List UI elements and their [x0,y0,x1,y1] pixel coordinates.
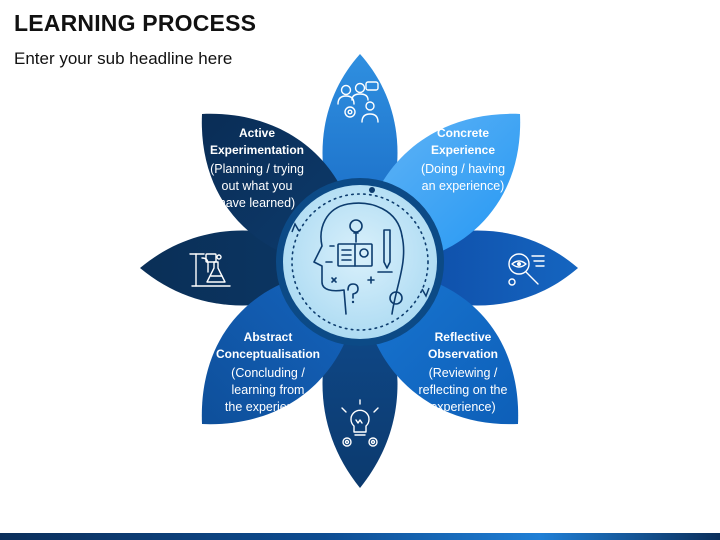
stage-concrete-title-1: Concrete [437,126,489,140]
stage-abstract-conceptualisation: Abstract Conceptualisation (Concluding /… [216,330,320,414]
stage-reflective-desc-3: experience) [430,400,495,414]
stage-active-desc-3: have learned) [219,196,295,210]
stage-concrete-experience: Concrete Experience (Doing / having an e… [421,126,505,193]
stage-active-experimentation: Active Experimentation (Planning / tryin… [210,126,304,210]
stage-reflective-title-1: Reflective [435,330,492,344]
stage-abstract-desc-1: (Concluding / [231,366,305,380]
eye-analysis-icon [508,253,545,286]
stage-active-title-2: Experimentation [210,143,304,157]
page-subtitle: Enter your sub headline here [14,49,233,68]
stage-concrete-title-2: Experience [431,143,495,157]
team-discussion-icon [337,81,379,123]
lightbulb-gears-icon [341,399,379,447]
stage-concrete-desc-1: (Doing / having [421,162,505,176]
stage-reflective-observation: Reflective Observation (Reviewing / refl… [419,330,508,414]
center-circle [283,185,437,339]
ring-arrow-right [421,287,430,298]
center-dotted-ring [291,193,429,331]
stage-concrete-desc-2: an experience) [422,179,505,193]
bottom-accent-bar [0,533,720,540]
lab-flask-icon [189,253,231,287]
stage-abstract-desc-3: the experience) [225,400,311,414]
page-title: LEARNING PROCESS [14,10,257,36]
stage-abstract-title-1: Abstract [244,330,293,344]
stage-reflective-title-2: Observation [428,347,498,361]
stage-reflective-desc-1: (Reviewing / [429,366,498,380]
ring-dot-top [369,187,375,193]
stage-active-title-1: Active [239,126,275,140]
stage-active-desc-2: out what you [222,179,293,193]
stage-active-desc-1: (Planning / trying [210,162,304,176]
stage-abstract-title-2: Conceptualisation [216,347,320,361]
stage-abstract-desc-2: learning from [232,383,305,397]
ring-arrow-left [291,222,300,233]
head-book-icon [313,202,405,315]
stage-reflective-desc-2: reflecting on the [419,383,508,397]
